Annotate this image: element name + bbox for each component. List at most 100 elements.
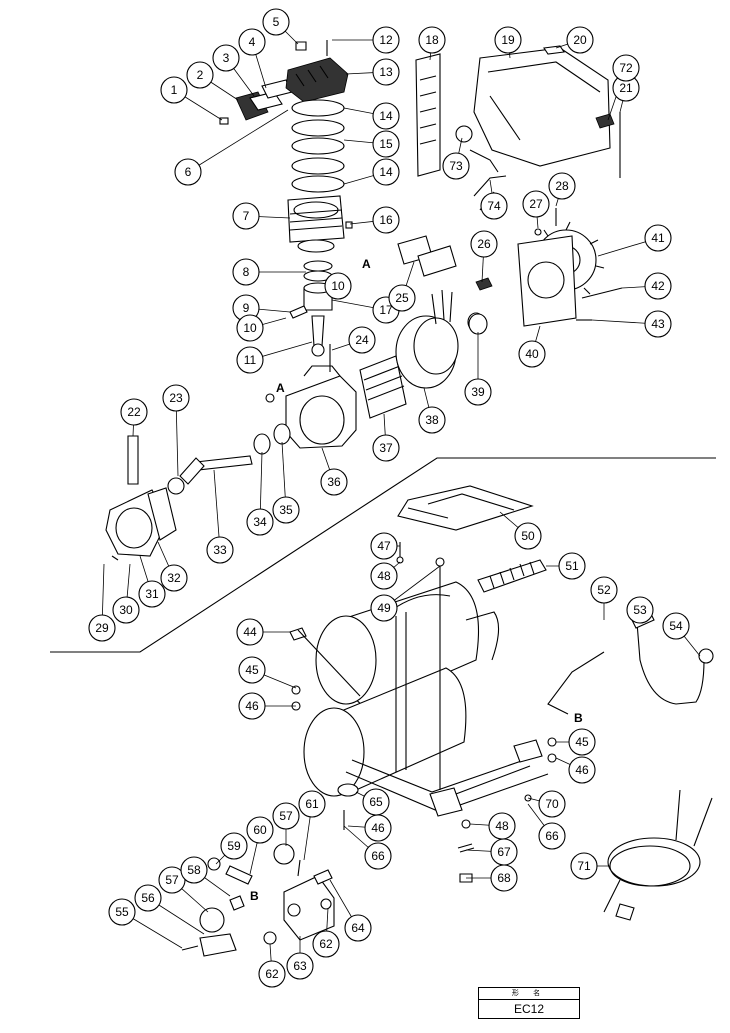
callout-59: 59 — [220, 832, 248, 860]
callout-2: 2 — [186, 61, 214, 89]
callout-label-7: 7 — [243, 209, 250, 223]
callout-48: 48 — [488, 812, 516, 840]
callout-61: 61 — [298, 790, 326, 818]
callout-label-27: 27 — [529, 197, 543, 211]
callout-label-33: 33 — [213, 543, 227, 557]
callout-36: 36 — [320, 468, 348, 496]
callout-label-53: 53 — [633, 603, 647, 617]
model-table-value: EC12 — [513, 1002, 545, 1016]
callout-label-56: 56 — [141, 891, 155, 905]
callout-31: 31 — [138, 580, 166, 608]
callout-label-10: 10 — [243, 321, 257, 335]
callout-35: 35 — [272, 496, 300, 524]
callout-15: 15 — [372, 130, 400, 158]
callout-label-67: 67 — [497, 845, 511, 859]
callout-53: 53 — [626, 596, 654, 624]
callout-label-16: 16 — [379, 213, 393, 227]
callout-label-14: 14 — [379, 165, 393, 179]
callout-41: 41 — [644, 224, 672, 252]
callout-45: 45 — [238, 656, 266, 684]
callout-64: 64 — [344, 914, 372, 942]
callout-label-19: 19 — [501, 33, 515, 47]
callout-label-50: 50 — [521, 529, 535, 543]
callout-label-64: 64 — [351, 921, 365, 935]
callout-49: 49 — [370, 594, 398, 622]
callout-74: 74 — [480, 192, 508, 220]
model-table-header: 形 名 — [479, 988, 579, 1000]
callout-label-70: 70 — [545, 797, 559, 811]
callout-10: 10 — [324, 272, 352, 300]
callout-label-30: 30 — [119, 603, 133, 617]
callout-label-51: 51 — [565, 559, 579, 573]
callout-label-31: 31 — [145, 587, 159, 601]
callout-3: 3 — [212, 44, 240, 72]
callout-label-4: 4 — [249, 35, 256, 49]
callout-1: 1 — [160, 76, 188, 104]
callout-label-12: 12 — [379, 33, 393, 47]
callout-label-26: 26 — [477, 237, 491, 251]
callout-label-8: 8 — [243, 265, 250, 279]
callout-label-23: 23 — [169, 391, 183, 405]
callout-label-65: 65 — [369, 795, 383, 809]
callout-44: 44 — [236, 618, 264, 646]
callout-29: 29 — [88, 614, 116, 642]
callout-24: 24 — [348, 326, 376, 354]
callout-13: 13 — [372, 58, 400, 86]
callout-7: 7 — [232, 202, 260, 230]
ref-mark-b-tube: B — [574, 711, 583, 725]
ref-mark-a-crankcase: A — [276, 381, 285, 395]
callout-25: 25 — [388, 284, 416, 312]
callout-63: 63 — [286, 952, 314, 980]
callout-42: 42 — [644, 272, 672, 300]
callout-label-1: 1 — [171, 83, 178, 97]
callout-27: 27 — [522, 190, 550, 218]
callout-label-37: 37 — [379, 441, 393, 455]
callout-55: 55 — [108, 898, 136, 926]
callout-52: 52 — [590, 576, 618, 604]
callout-label-22: 22 — [127, 405, 141, 419]
callout-33: 33 — [206, 536, 234, 564]
callout-65: 65 — [362, 788, 390, 816]
callout-14: 14 — [372, 158, 400, 186]
callout-68: 68 — [490, 864, 518, 892]
callout-label-21: 21 — [619, 81, 633, 95]
motor-cover-group — [415, 45, 621, 211]
callout-label-43: 43 — [651, 317, 665, 331]
callout-11: 11 — [236, 346, 264, 374]
callout-50: 50 — [514, 522, 542, 550]
callout-51: 51 — [558, 552, 586, 580]
callout-73: 73 — [442, 152, 470, 180]
callout-label-6: 6 — [185, 165, 192, 179]
callout-46: 46 — [364, 814, 392, 842]
callout-23: 23 — [162, 384, 190, 412]
callout-label-66: 66 — [545, 829, 559, 843]
callout-label-57: 57 — [279, 809, 293, 823]
callout-label-71: 71 — [577, 859, 591, 873]
callout-label-10: 10 — [331, 279, 345, 293]
callout-39: 39 — [464, 378, 492, 406]
callout-10: 10 — [236, 314, 264, 342]
callout-label-52: 52 — [597, 583, 611, 597]
callout-label-40: 40 — [525, 347, 539, 361]
callout-22: 22 — [120, 398, 148, 426]
callout-label-61: 61 — [305, 797, 319, 811]
section-divider-upper — [50, 457, 716, 653]
callout-label-17: 17 — [379, 303, 393, 317]
callout-43: 43 — [644, 310, 672, 338]
callout-34: 34 — [246, 508, 274, 536]
callout-8: 8 — [232, 258, 260, 286]
callout-66: 66 — [538, 822, 566, 850]
callout-label-35: 35 — [279, 503, 293, 517]
ref-mark-b-regulator: B — [250, 889, 259, 903]
callout-label-25: 25 — [395, 291, 409, 305]
callout-label-66: 66 — [371, 849, 385, 863]
callout-label-13: 13 — [379, 65, 393, 79]
callout-19: 19 — [494, 26, 522, 54]
callout-label-46: 46 — [575, 763, 589, 777]
callout-14: 14 — [372, 102, 400, 130]
callout-40: 40 — [518, 340, 546, 368]
callout-56: 56 — [134, 884, 162, 912]
callout-label-45: 45 — [245, 663, 259, 677]
callout-6: 6 — [174, 158, 202, 186]
callout-48: 48 — [370, 562, 398, 590]
